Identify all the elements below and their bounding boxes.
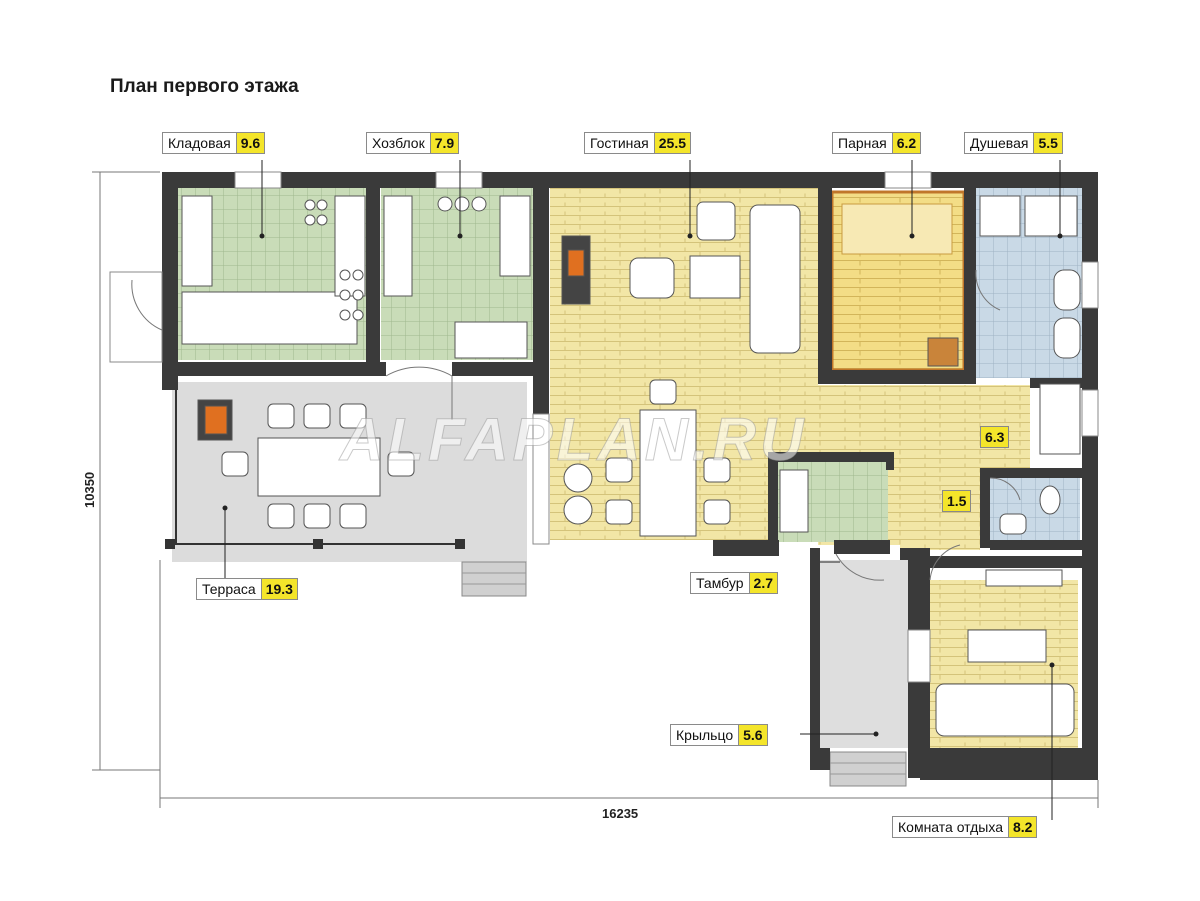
label-porch-area: 5.6 (738, 725, 767, 745)
label-vestibule: Тамбур 2.7 (690, 572, 778, 594)
pantry-furniture (181, 195, 366, 345)
wc-fixtures (999, 485, 1061, 535)
label-rest-room-name: Комната отдыха (898, 819, 1003, 835)
terrace-steps (461, 561, 527, 597)
dimension-height: 10350 (82, 471, 97, 508)
terrace-railing (165, 390, 465, 549)
label-porch-name: Крыльцо (676, 727, 734, 743)
terrace-furniture (197, 399, 415, 529)
dimension-width: 16235 (602, 806, 639, 821)
label-terrace: Терраса 19.3 (196, 578, 298, 600)
page-title: План первого этажа (110, 76, 299, 97)
label-utility: Хозблок 7.9 (366, 132, 460, 154)
label-utility-area: 7.9 (429, 133, 459, 153)
label-steam-area: 6.2 (891, 133, 921, 153)
door-swings (131, 269, 1021, 581)
label-porch: Крыльцо 5.6 (670, 724, 768, 746)
rest-room-furniture (935, 569, 1075, 737)
porch-steps (829, 751, 907, 787)
label-shower-area: 5.5 (1033, 133, 1062, 153)
label-rest-room: Комната отдыха 8.2 (892, 816, 1038, 838)
steam-stove (927, 337, 959, 367)
living-furniture (561, 201, 801, 537)
label-vestibule-area: 2.7 (748, 573, 777, 593)
leader-lines (224, 160, 1061, 820)
label-utility-name: Хозблок (372, 135, 425, 151)
leader-dots (222, 233, 1063, 737)
label-wc-area: 1.5 (942, 490, 972, 512)
label-pantry-name: Кладовая (168, 135, 231, 151)
label-shower-name: Душевая (970, 135, 1029, 151)
watermark: ALFAPLAN.RU (339, 406, 808, 474)
dimension-lines (92, 171, 1099, 808)
porch-floor (812, 560, 908, 748)
utility-furniture (383, 195, 531, 359)
shower-fixtures (979, 195, 1081, 359)
label-steam-name: Парная (838, 135, 887, 151)
label-steam: Парная 6.2 (832, 132, 922, 154)
walls (162, 172, 1098, 780)
label-pantry: Кладовая 9.6 (162, 132, 266, 154)
label-terrace-area: 19.3 (260, 579, 297, 599)
closets (779, 383, 1081, 533)
label-hall-area: 6.3 (980, 426, 1010, 448)
label-vestibule-name: Тамбур (696, 575, 744, 591)
label-rest-room-area: 8.2 (1008, 817, 1037, 837)
windows (109, 171, 1099, 683)
label-terrace-name: Терраса (202, 581, 256, 597)
label-shower: Душевая 5.5 (964, 132, 1063, 154)
label-living-name: Гостиная (590, 135, 649, 151)
label-pantry-area: 9.6 (235, 133, 265, 153)
label-living: Гостиная 25.5 (584, 132, 692, 154)
label-living-area: 25.5 (653, 133, 691, 153)
